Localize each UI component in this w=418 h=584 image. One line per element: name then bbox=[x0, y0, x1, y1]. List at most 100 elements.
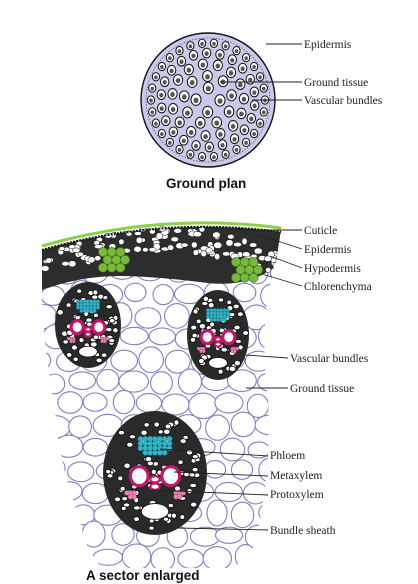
ground-plan-bundle bbox=[186, 41, 195, 51]
phloem-cell bbox=[85, 308, 91, 313]
ground-plan-bundle bbox=[202, 69, 213, 83]
sheath-cell bbox=[92, 334, 99, 341]
ground-cell bbox=[214, 526, 244, 544]
ground-plan-bundle bbox=[238, 92, 250, 105]
sheath-cell bbox=[65, 302, 72, 308]
ground-cell bbox=[177, 548, 205, 568]
ground-cell bbox=[202, 546, 233, 568]
ground-plan-bundle bbox=[160, 76, 170, 88]
epidermis-layer bbox=[41, 225, 282, 252]
ground-cell bbox=[242, 481, 269, 505]
sheath-cell bbox=[100, 352, 108, 358]
sheath-cell bbox=[117, 429, 126, 436]
sheath-cell bbox=[167, 502, 174, 508]
ground-plan-bundle bbox=[165, 53, 174, 63]
ground-plan-bundle bbox=[250, 128, 259, 139]
ground-plan-bundle bbox=[215, 49, 225, 60]
phloem-cell bbox=[152, 449, 158, 456]
sheath-cell bbox=[201, 300, 209, 307]
sheath-cell bbox=[91, 294, 99, 300]
ground-cell bbox=[188, 392, 219, 420]
hypodermis-cell bbox=[173, 228, 182, 234]
sheath-cell bbox=[113, 496, 122, 503]
ground-plan-bundle bbox=[211, 116, 222, 129]
ground-plan-bundle bbox=[202, 81, 214, 95]
ground-cell bbox=[81, 520, 106, 548]
sheath-cell bbox=[121, 496, 128, 502]
ground-cell bbox=[260, 283, 281, 309]
ground-plan-bundle bbox=[259, 107, 268, 117]
protoxylem-parenchyma bbox=[124, 490, 130, 496]
sheath-cell bbox=[140, 429, 148, 437]
ground-cell bbox=[214, 392, 244, 414]
ground-cell bbox=[226, 369, 257, 393]
ground-plan-bundle bbox=[176, 55, 187, 67]
sheath-cell bbox=[133, 516, 140, 523]
hypodermis-cell bbox=[94, 255, 102, 262]
phloem-cell bbox=[222, 317, 227, 322]
ground-plan-bundle bbox=[226, 89, 237, 102]
sheath-cell bbox=[65, 351, 73, 358]
protoxylem-parenchyma bbox=[176, 494, 183, 500]
phloem-cell bbox=[147, 449, 154, 456]
ground-plan-bundle bbox=[183, 63, 194, 76]
ground-plan-bundle bbox=[188, 49, 199, 61]
ground-plan-bundle bbox=[166, 64, 177, 76]
hypodermis-cell bbox=[142, 247, 149, 253]
sheath-cell bbox=[192, 308, 199, 315]
hypodermis-cell bbox=[42, 265, 50, 272]
ground-plan-bundle bbox=[165, 137, 174, 147]
ground-plan-bundle bbox=[174, 116, 185, 129]
sheath-cell bbox=[148, 525, 155, 531]
sheath-cell bbox=[189, 336, 197, 343]
hypodermis-cell bbox=[61, 261, 70, 267]
ground-cell bbox=[57, 391, 83, 414]
ground-plan-bundle bbox=[175, 144, 184, 155]
hypodermis-cell bbox=[58, 246, 66, 251]
ground-cell bbox=[68, 415, 93, 439]
ground-cell bbox=[230, 411, 257, 438]
ground-cell bbox=[42, 415, 71, 439]
ground-plan-bundle bbox=[201, 47, 212, 59]
ground-plan-bundle bbox=[249, 100, 260, 111]
chlorenchyma-cell bbox=[115, 247, 126, 257]
vascular-bundle bbox=[55, 282, 121, 368]
phloem-cell bbox=[142, 449, 149, 456]
sheath-cell bbox=[62, 339, 69, 345]
ground-cell bbox=[230, 501, 255, 529]
ground-plan-bundle bbox=[148, 107, 157, 117]
ground-plan-bundle bbox=[157, 128, 166, 139]
protoxylem-vessel bbox=[149, 482, 161, 491]
sheath-cell bbox=[117, 475, 124, 482]
ground-plan-bundle bbox=[259, 83, 268, 93]
sheath-cell bbox=[189, 501, 198, 508]
ground-cell bbox=[271, 392, 281, 413]
ground-plan-bundle bbox=[204, 141, 215, 153]
hypodermis-cell bbox=[205, 247, 213, 254]
ground-plan-bundle bbox=[148, 83, 157, 93]
label-chlorenchyma: Chlorenchyma bbox=[304, 281, 372, 293]
label-epidermis: Epidermis bbox=[304, 244, 352, 256]
ground-plan-bundle bbox=[217, 75, 229, 88]
hypodermis-cell bbox=[192, 249, 199, 256]
ground-cell bbox=[177, 368, 203, 395]
hypodermis-cell bbox=[214, 253, 221, 260]
hypodermis-cell bbox=[180, 242, 189, 248]
ground-cell bbox=[138, 346, 164, 374]
label-phloem: Phloem bbox=[270, 450, 305, 462]
water-cavity bbox=[78, 345, 98, 358]
sheath-cell bbox=[71, 344, 78, 351]
ground-cell bbox=[42, 396, 52, 414]
ground-plan-bundle bbox=[214, 94, 226, 107]
protoxylem-vessel bbox=[213, 336, 223, 343]
sheath-cell bbox=[112, 327, 119, 334]
phloem-cell bbox=[156, 449, 163, 456]
sheath-cell bbox=[198, 357, 205, 364]
ground-plan-bundle bbox=[194, 116, 206, 129]
ground-plan-vascular-bundles bbox=[146, 38, 270, 162]
sheath-cell bbox=[133, 505, 141, 511]
label-bundle-sheath: Bundle sheath bbox=[270, 525, 336, 537]
ground-plan-bundle bbox=[246, 112, 256, 124]
water-cavity bbox=[140, 503, 170, 520]
